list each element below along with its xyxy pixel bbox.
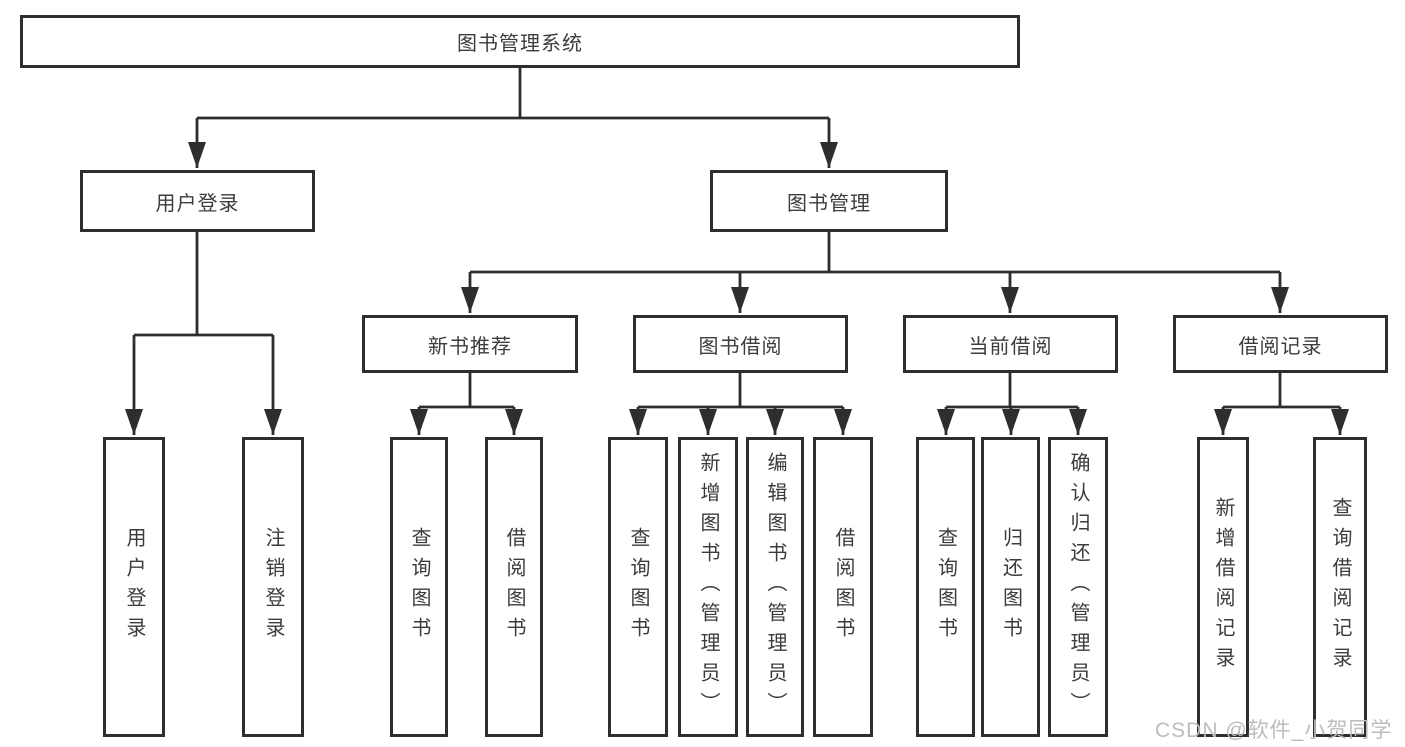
node-label: 查询图书 [934,527,957,647]
node-label: 新书推荐 [428,335,512,358]
leaf-query-books-recommend: 查询图书 [390,437,448,737]
node-new-book-recommend: 新书推荐 [362,315,578,373]
node-label: 新增图书（管理员） [697,452,719,722]
leaf-borrow-books: 借阅图书 [813,437,873,737]
node-label: 查询借阅记录 [1329,497,1351,677]
leaf-query-books-current: 查询图书 [916,437,975,737]
leaf-user-login: 用户登录 [103,437,165,737]
node-label: 图书管理系统 [457,33,583,55]
node-label: 查询图书 [408,527,430,647]
leaf-logout: 注销登录 [242,437,304,737]
node-label: 用户登录 [155,192,240,215]
leaf-query-books-borrow: 查询图书 [608,437,668,737]
node-borrowing-records: 借阅记录 [1173,315,1388,373]
node-label: 借阅图书 [832,527,854,647]
node-label: 查询图书 [627,527,649,647]
node-book-borrowing: 图书借阅 [633,315,848,373]
node-label: 用户登录 [123,527,145,647]
node-label: 借阅记录 [1238,335,1323,358]
csdn-watermark: CSDN @软件_小贺同学 [1155,719,1393,742]
node-book-management: 图书管理 [710,170,948,232]
leaf-query-borrow-record: 查询借阅记录 [1313,437,1367,737]
node-label: 图书借阅 [698,335,783,358]
node-label: 确认归还（管理员） [1067,452,1089,722]
leaf-add-borrow-record: 新增借阅记录 [1197,437,1249,737]
leaf-edit-books-admin: 编辑图书（管理员） [746,437,804,737]
node-label: 新增借阅记录 [1212,497,1234,677]
node-user-login: 用户登录 [80,170,315,232]
node-current-borrowing: 当前借阅 [903,315,1118,373]
leaf-confirm-return-admin: 确认归还（管理员） [1048,437,1108,737]
node-label: 借阅图书 [503,527,525,647]
node-label: 归还图书 [999,527,1022,647]
leaf-return-books: 归还图书 [981,437,1040,737]
leaf-borrow-books-recommend: 借阅图书 [485,437,543,737]
node-library-system: 图书管理系统 [20,15,1020,68]
node-label: 注销登录 [262,527,284,647]
node-label: 当前借阅 [968,335,1053,358]
leaf-add-books-admin: 新增图书（管理员） [678,437,738,737]
node-label: 编辑图书（管理员） [764,452,786,722]
node-label: 图书管理 [787,192,871,215]
